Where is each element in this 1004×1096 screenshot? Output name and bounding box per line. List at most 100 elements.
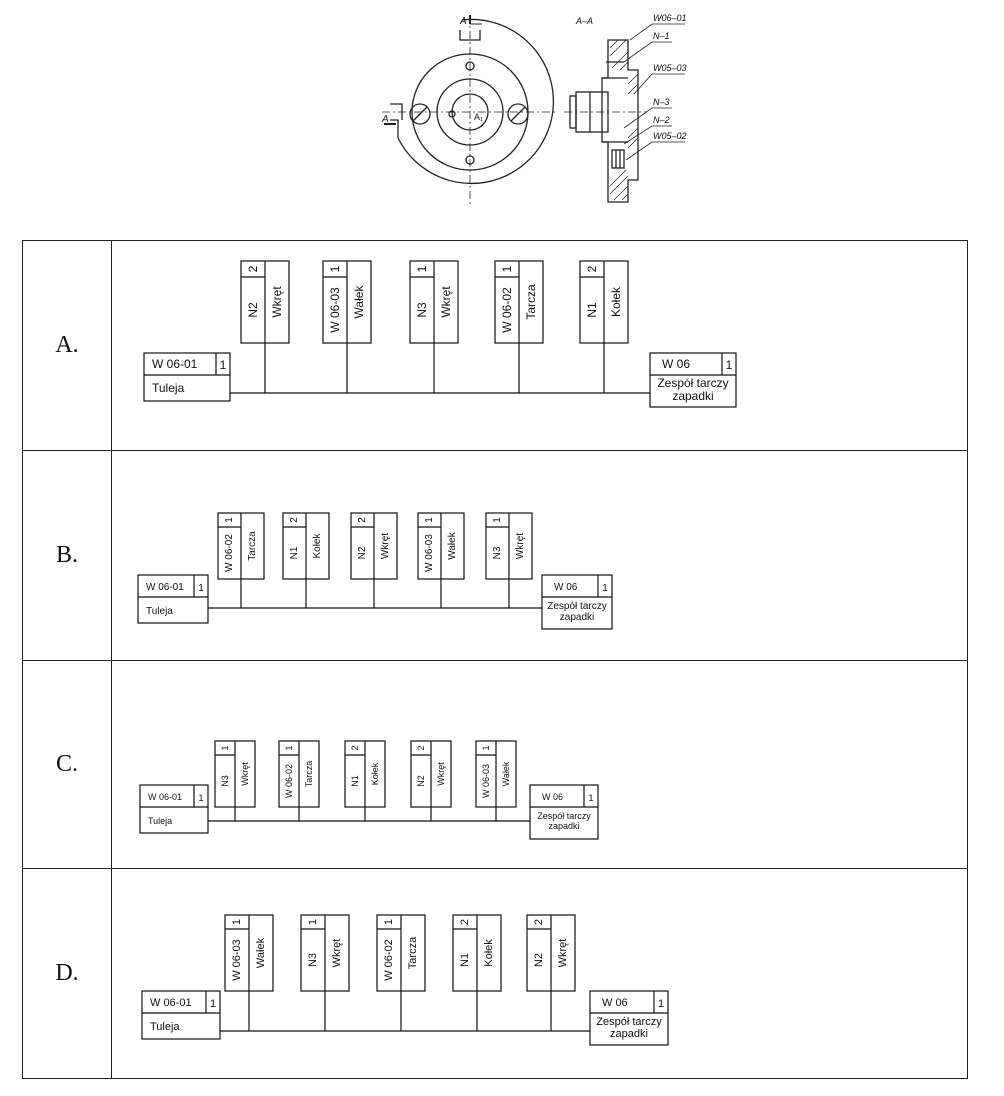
drawing-label: N–1 xyxy=(653,31,670,41)
part-code: N1 xyxy=(585,302,599,318)
base-part-qty: 1 xyxy=(220,358,227,372)
section-title: A–A xyxy=(575,16,593,26)
part-code: N3 xyxy=(220,775,230,787)
part-name: Tarcza xyxy=(407,935,419,968)
part-code: N3 xyxy=(307,952,319,966)
part-box: 2N2 Wkręt xyxy=(526,913,576,992)
drawing-label: W05–03 xyxy=(653,63,687,73)
drawing-label: N–2 xyxy=(653,115,670,125)
assembly-qty: 1 xyxy=(602,583,608,594)
option-letter: A. xyxy=(22,240,112,451)
part-qty: 1 xyxy=(307,918,319,924)
part-box: 1 W 06-02 Tarcza xyxy=(376,913,426,992)
part-name: Kołek xyxy=(312,532,323,558)
part-box: 1N3 Wkręt xyxy=(485,511,533,580)
part-qty: 1 xyxy=(231,918,243,924)
base-part-qty: 1 xyxy=(210,998,216,1010)
part-qty: 2 xyxy=(246,265,260,272)
part-qty: 2 xyxy=(357,516,368,522)
front-view xyxy=(382,15,558,205)
assembly-code: W 06 xyxy=(662,357,690,371)
assembly-name: zapadki xyxy=(548,821,579,831)
part-name: Tarcza xyxy=(247,530,258,560)
part-code: N3 xyxy=(492,546,503,559)
base-part-code: W 06-01 xyxy=(146,582,184,593)
assembly-name: zapadki xyxy=(610,1028,648,1040)
part-name: Wkręt xyxy=(331,938,343,967)
part-code: N2 xyxy=(246,302,260,318)
part-box: 1 W 06-03 Wałek xyxy=(417,511,465,580)
part-name: Wkręt xyxy=(557,938,569,967)
option-letter: D. xyxy=(22,868,112,1079)
part-code: N3 xyxy=(415,302,429,318)
part-code: W 06-02 xyxy=(383,939,395,981)
section-mark-top: A xyxy=(459,16,467,27)
base-part-code: W 06-01 xyxy=(148,792,182,802)
part-code: N2 xyxy=(533,952,545,966)
part-qty: 1 xyxy=(284,745,294,750)
part-box: 1N3 Wkręt xyxy=(300,913,350,992)
base-part-qty: 1 xyxy=(198,793,203,803)
part-qty: 2 xyxy=(585,265,599,272)
part-name: Wałek xyxy=(255,937,267,968)
assembly-name: Zespół tarczy xyxy=(657,376,728,390)
part-code: W 06-03 xyxy=(424,533,435,571)
part-qty: 1 xyxy=(383,918,395,924)
part-qty: 1 xyxy=(500,265,514,272)
part-name: Wkręt xyxy=(380,532,391,558)
part-name: Wałek xyxy=(447,531,458,559)
part-qty: 2 xyxy=(533,918,545,924)
assembly-name: Zespół tarczy xyxy=(596,1016,662,1028)
base-part-name: Tuleja xyxy=(148,816,172,826)
part-qty: 1 xyxy=(481,745,491,750)
part-name: Wałek xyxy=(352,284,366,318)
part-name: Tarcza xyxy=(304,760,314,787)
part-code: W 06-03 xyxy=(231,939,243,981)
assembly-qty: 1 xyxy=(588,793,593,803)
base-part-code: W 06-01 xyxy=(152,357,198,371)
part-name: Wałek xyxy=(501,761,511,786)
assembly-name: Zespół tarczy xyxy=(537,811,591,821)
part-name: Tarcza xyxy=(524,284,538,320)
part-qty: 1 xyxy=(492,516,503,522)
part-name: Wkręt xyxy=(515,532,526,558)
part-qty: 1 xyxy=(424,516,435,522)
option-letter: B. xyxy=(22,450,112,661)
part-box: 1 W 06-03 Wałek xyxy=(475,739,517,808)
base-part-name: Tuleja xyxy=(146,606,173,617)
part-qty: 2 xyxy=(350,745,360,750)
part-qty: 1 xyxy=(328,265,342,272)
part-code: W 06-03 xyxy=(481,763,491,797)
part-name: Wkręt xyxy=(240,761,250,785)
base-part-code: W 06-01 xyxy=(150,997,192,1009)
assembly-name: zapadki xyxy=(672,389,713,403)
part-qty: 1 xyxy=(415,265,429,272)
section-mark-left: A xyxy=(381,114,389,125)
part-qty: 1 xyxy=(224,516,235,522)
assembly-name: Zespół tarczy xyxy=(547,601,606,612)
base-part-name: Tuleja xyxy=(150,1021,180,1033)
part-box: 1 W 06-03 Wałek xyxy=(224,913,274,992)
